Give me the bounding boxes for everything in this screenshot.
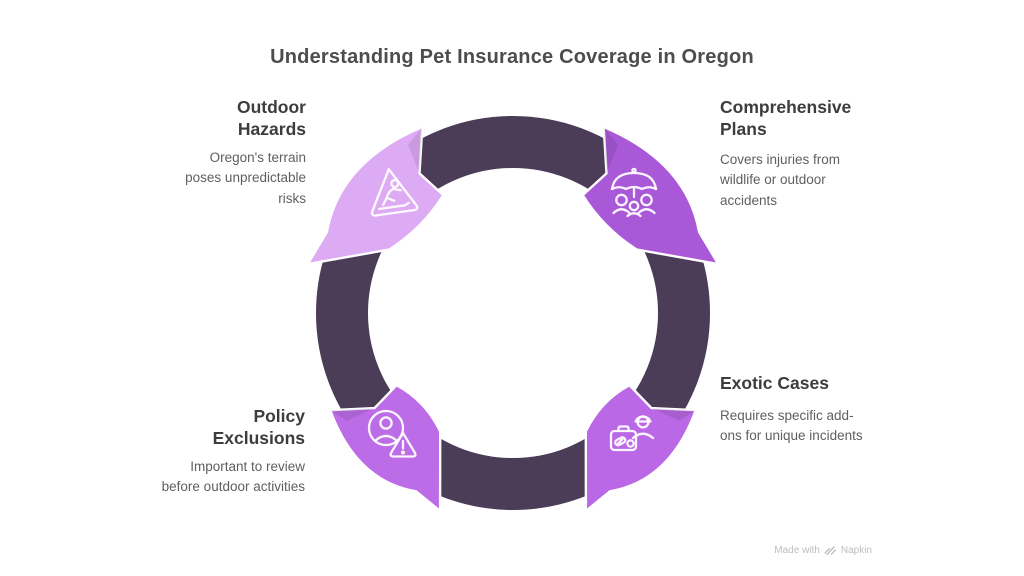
node-description-outdoor-hazards: Oregon's terrain poses unpredictable ris… [185,150,306,206]
node-fold-exotic-cases [651,408,696,421]
vet-kit-icon [609,415,655,452]
node-fold-policy-exclusions [330,408,375,421]
node-label-policy-exclusions: Policy Exclusions [212,406,305,448]
node-comprehensive-plans [581,125,720,266]
watermark-prefix: Made with [774,544,820,556]
cycle-ring [316,116,710,510]
node-description-exotic-cases: Requires specific add-ons for unique inc… [720,408,863,444]
node-label-comprehensive-plans: Comprehensive Plans [720,97,852,139]
node-description-policy-exclusions: Important to review before outdoor activ… [161,459,305,495]
page-title: Understanding Pet Insurance Coverage in … [270,46,754,68]
node-label-outdoor-hazards: Outdoor Hazards [236,97,306,139]
node-shape-exotic-cases [584,384,697,513]
napkin-logo-icon [824,546,837,556]
family-umbrella-icon [610,167,658,218]
node-fold-outdoor-hazards [408,126,423,174]
person-alert-icon [367,409,417,458]
node-policy-exclusions [329,384,442,513]
node-shape-policy-exclusions [329,384,442,513]
node-shape-outdoor-hazards [306,125,445,266]
node-description-comprehensive-plans: Covers injuries from wildlife or outdoor… [720,152,841,208]
watermark-brand: Napkin [840,544,872,556]
watermark: Made with Napkin [774,543,872,557]
node-label-exotic-cases: Exotic Cases [720,373,829,393]
node-exotic-cases [584,384,697,513]
node-outdoor-hazards [306,125,445,266]
node-fold-comprehensive-plans [603,126,618,174]
slip-warning-icon [370,168,419,217]
